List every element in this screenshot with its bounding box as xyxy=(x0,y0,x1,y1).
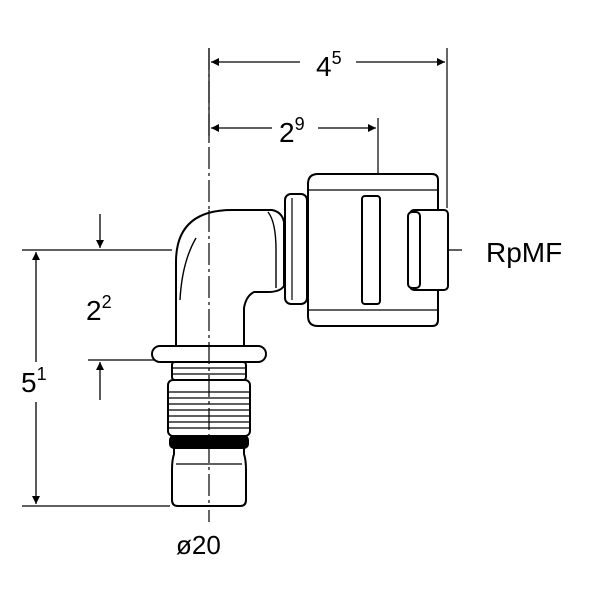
overall-width-label: 45 xyxy=(316,48,342,82)
nut-flange-bar xyxy=(361,195,381,305)
flange-ring xyxy=(284,193,308,305)
overall-width-sup: 5 xyxy=(332,48,342,68)
center-to-press-end-label: 22 xyxy=(86,292,112,326)
elbow-inner-curve xyxy=(267,211,277,288)
center-to-press-end-main: 2 xyxy=(86,295,102,326)
overall-height-label: 51 xyxy=(21,364,47,398)
thread-label: RpMF xyxy=(486,237,562,268)
center-to-nut-sup: 9 xyxy=(295,114,305,134)
center-to-nut-main: 2 xyxy=(279,117,295,148)
diameter-label: ø20 xyxy=(176,530,221,560)
overall-height-main: 5 xyxy=(21,367,37,398)
elbow-fitting xyxy=(151,173,449,507)
dimension-arrows xyxy=(32,58,445,504)
center-to-nut-label: 29 xyxy=(279,114,305,148)
elbow-left-curve xyxy=(179,237,197,301)
thread-ring xyxy=(407,211,421,289)
elbow-body xyxy=(175,209,285,349)
center-to-press-end-sup: 2 xyxy=(102,292,112,312)
overall-height-sup: 1 xyxy=(37,364,47,384)
overall-width-main: 4 xyxy=(316,51,332,82)
